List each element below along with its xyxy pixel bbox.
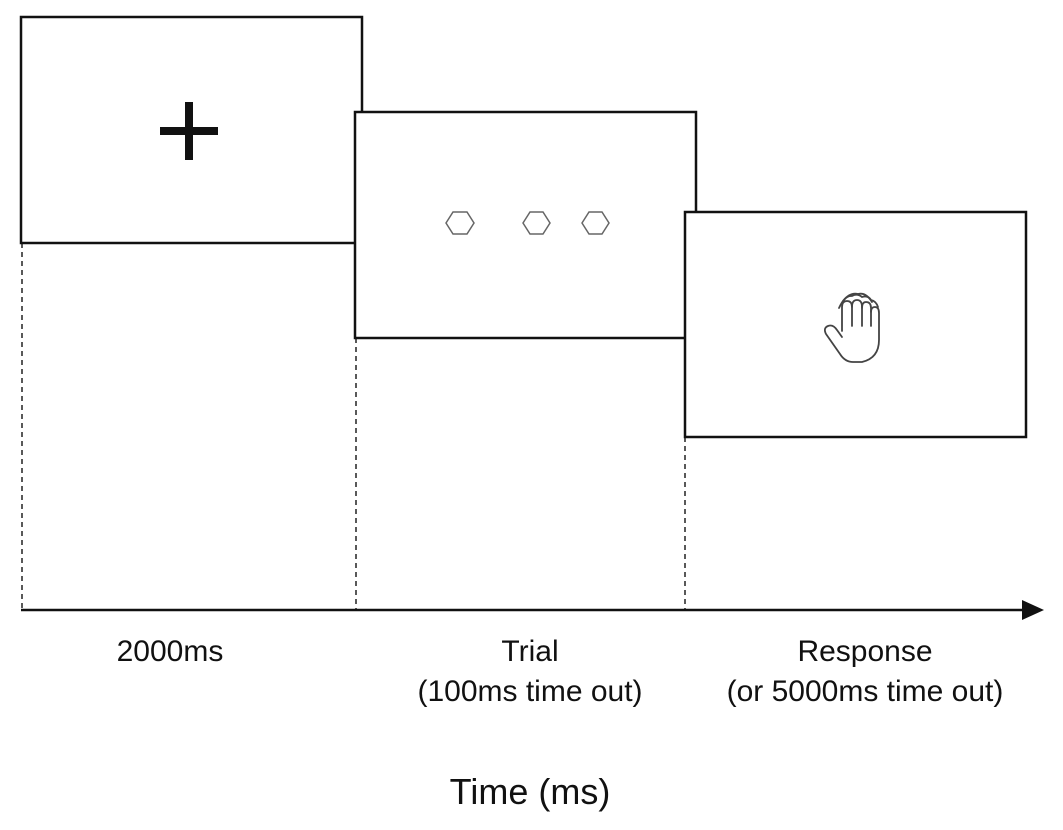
stage-label-response: Response (or 5000ms time out): [690, 632, 1040, 712]
time-axis-arrowhead: [1022, 600, 1044, 620]
stage-label-line: 2000ms: [116, 635, 224, 668]
screen-fixation: [19, 15, 364, 245]
hexagon-icon: [581, 211, 610, 235]
stage-label-trial: Trial (100ms time out): [380, 632, 680, 712]
stage-label-line: (100ms time out): [417, 675, 643, 708]
stage-label-line: Response: [797, 635, 933, 668]
stage-label-line: Trial: [501, 635, 559, 668]
hexagon-icon: [445, 211, 475, 235]
hand-icon: [823, 292, 880, 363]
hexagon-icon: [522, 211, 551, 235]
screen-response: [683, 210, 1028, 439]
stage-label-fixation: 2000ms: [40, 632, 300, 672]
fixation-cross-icon: [160, 102, 218, 160]
axis-title: Time (ms): [449, 771, 611, 812]
stage-label-line: (or 5000ms time out): [726, 675, 1004, 708]
screen-trial: [353, 110, 698, 340]
